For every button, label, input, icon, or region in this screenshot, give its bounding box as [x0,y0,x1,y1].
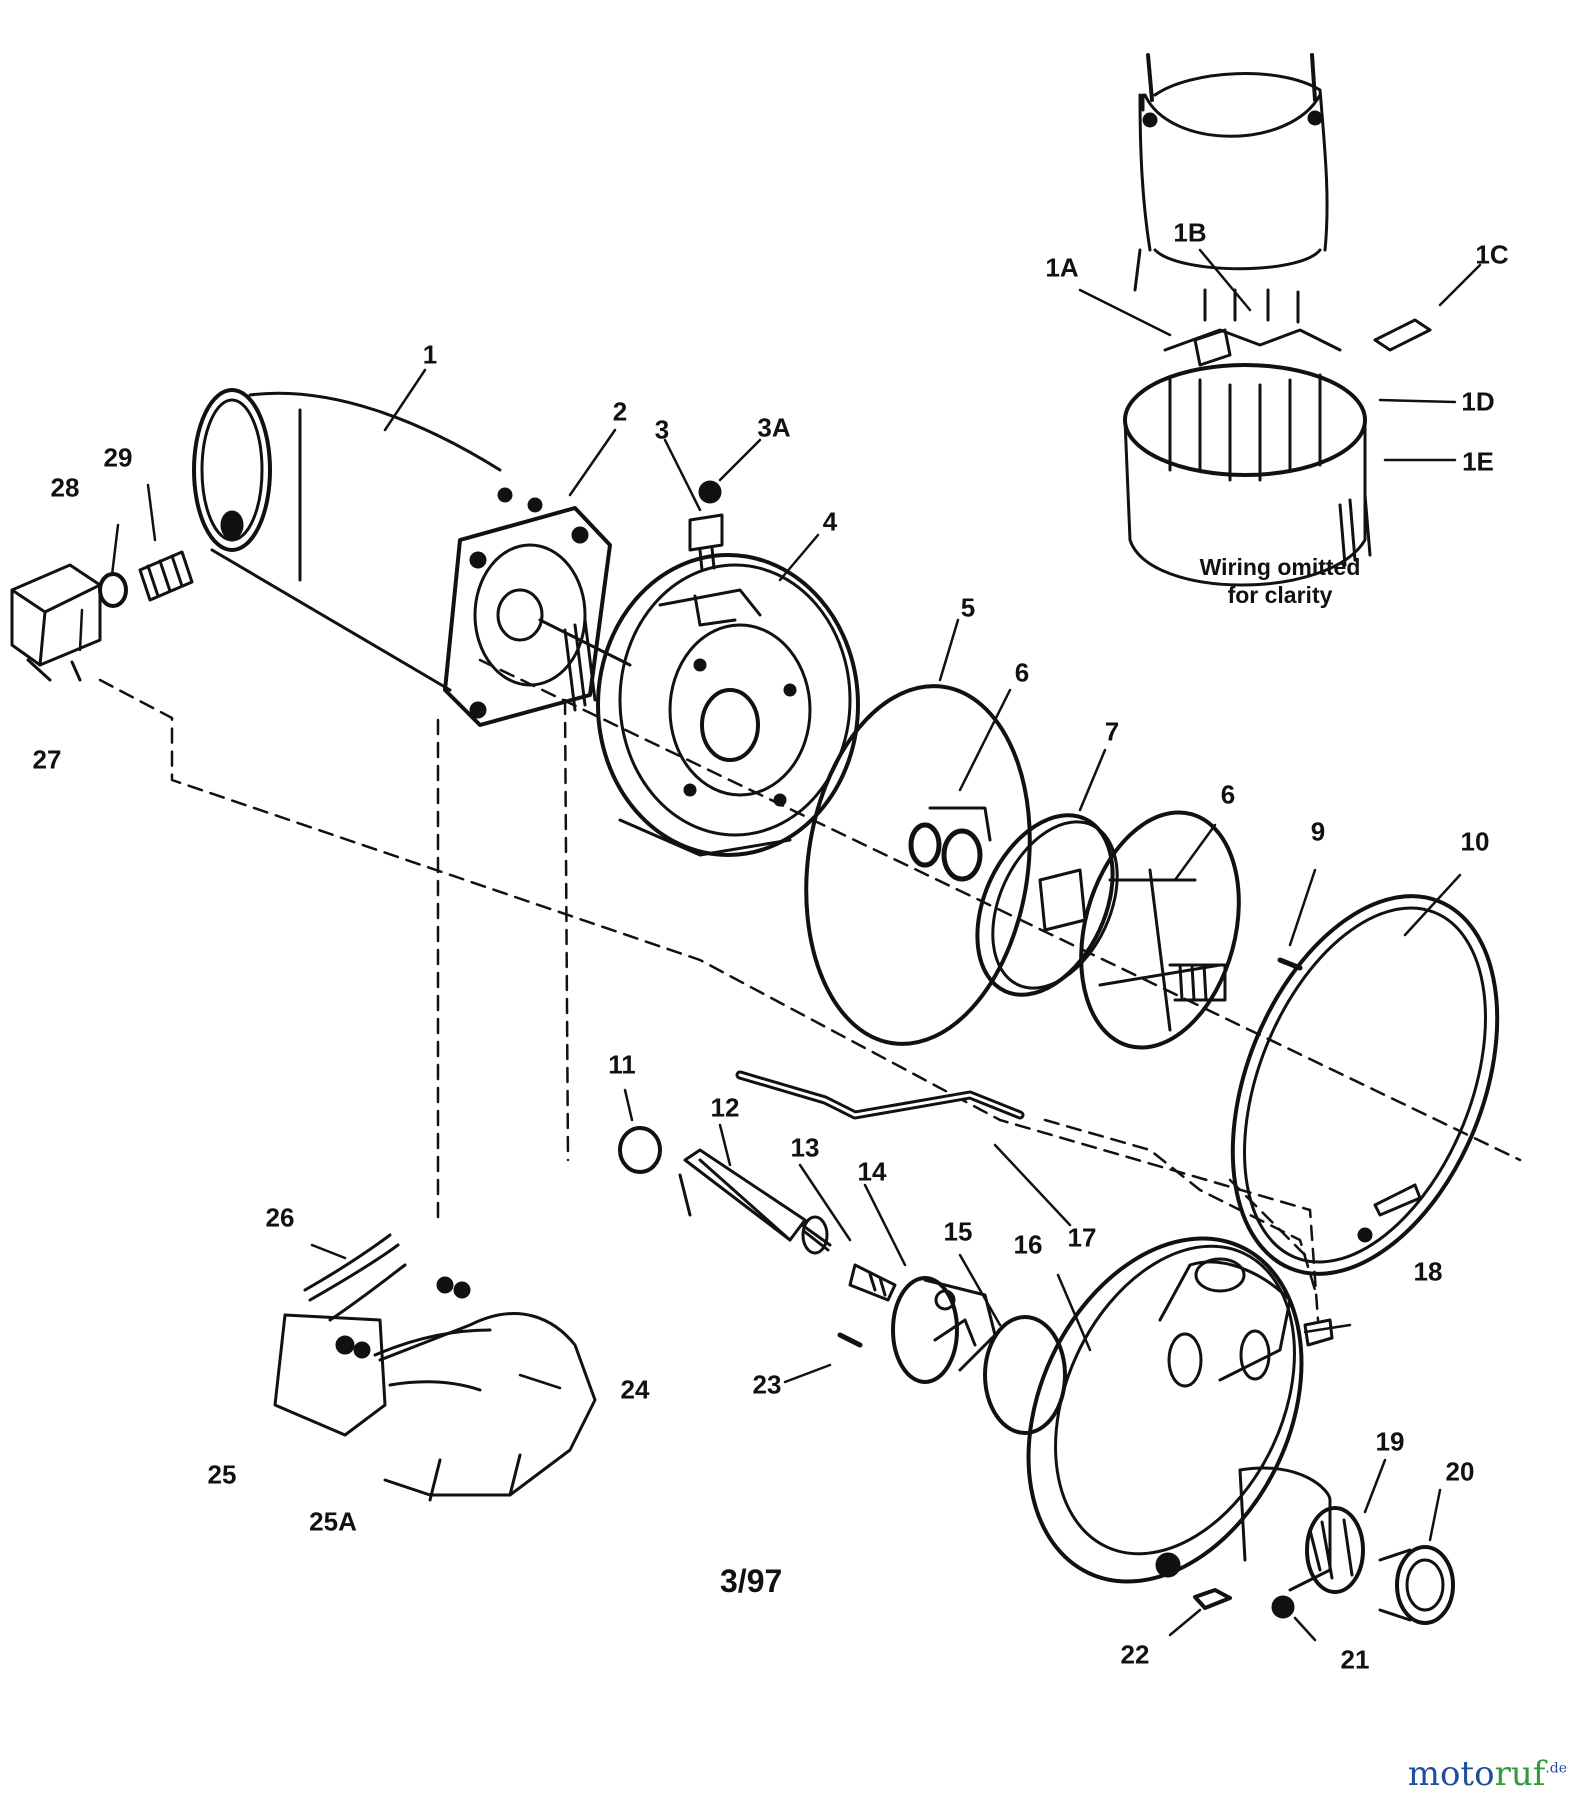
label-27: 27 [32,744,62,775]
label-2: 2 [612,396,628,427]
label-24: 24 [620,1374,650,1405]
seal-plate [596,553,860,857]
label-29: 29 [103,442,133,473]
watermark-part-2: ruf [1494,1754,1546,1794]
label-10: 10 [1460,826,1490,857]
ejector-body [891,1276,997,1384]
label-7: 7 [1104,716,1120,747]
o-ring-5 [804,684,1032,1046]
mounting-bracket [443,487,632,727]
label-3: 3 [654,414,670,445]
watermark-logo: motoruf.de [1408,1754,1567,1794]
label-23: 23 [752,1369,782,1400]
motor [192,388,502,692]
label-18: 18 [1413,1256,1443,1287]
assembly-dash-lines [98,658,1522,1322]
nozzle [848,1263,897,1302]
plug-21 [1271,1595,1295,1619]
label-13: 13 [790,1132,820,1163]
fitting-3a [698,480,722,504]
label-26: 26 [265,1202,295,1233]
label-1b: 1B [1173,217,1207,248]
fitting-18 [1303,1318,1334,1347]
label-20: 20 [1445,1456,1475,1487]
label-5: 5 [960,592,976,623]
base-pad-26 [303,1233,407,1322]
date-code: 3/97 [720,1563,783,1599]
adapter-19 [1305,1506,1365,1594]
impeller [975,813,1119,997]
label-14: 14 [857,1156,887,1187]
clamp-band [1230,894,1500,1276]
pump-body [1026,1236,1332,1592]
screw-23 [837,1332,863,1348]
terminal-board-inset [1123,53,1432,587]
venturi-tube [678,1148,832,1255]
o-ring-28 [98,572,128,608]
conduit-connector-29 [138,550,194,602]
nut-20 [1378,1545,1455,1625]
label-9: 9 [1310,816,1326,847]
o-ring-11 [618,1126,662,1174]
label-16: 16 [1013,1229,1043,1260]
inset-note: Wiring omitted for clarity [1170,553,1390,609]
label-28: 28 [50,472,80,503]
label-1a: 1A [1045,252,1079,283]
inset-note-line-1: Wiring omitted [1199,554,1361,580]
label-1e: 1E [1462,446,1494,477]
diffuser [1079,810,1241,1050]
label-17: 17 [1067,1222,1097,1253]
label-25: 25 [207,1459,237,1490]
base-bracket [273,1276,597,1502]
inset-note-line-2: for clarity [1227,582,1333,608]
gasket [983,1315,1067,1435]
label-6b: 6 [1220,779,1236,810]
label-11: 11 [608,1049,636,1080]
capacitor-box [10,563,102,682]
label-25a: 25A [309,1506,357,1537]
label-1: 1 [422,339,438,370]
label-3a: 3A [757,412,791,443]
label-1d: 1D [1461,386,1495,417]
watermark-suffix: .de [1545,1760,1567,1777]
shaft-seal [908,806,992,882]
watermark-part-1: moto [1407,1754,1495,1794]
label-1c: 1C [1475,239,1509,270]
label-15: 15 [943,1216,973,1247]
label-21: 21 [1340,1644,1370,1675]
leader-arrows [78,248,1482,1642]
label-6a: 6 [1014,657,1030,688]
label-12: 12 [710,1092,740,1123]
label-19: 19 [1375,1426,1405,1457]
drain-plug-22 [1193,1588,1232,1610]
label-4: 4 [822,506,838,537]
label-22: 22 [1120,1639,1150,1670]
